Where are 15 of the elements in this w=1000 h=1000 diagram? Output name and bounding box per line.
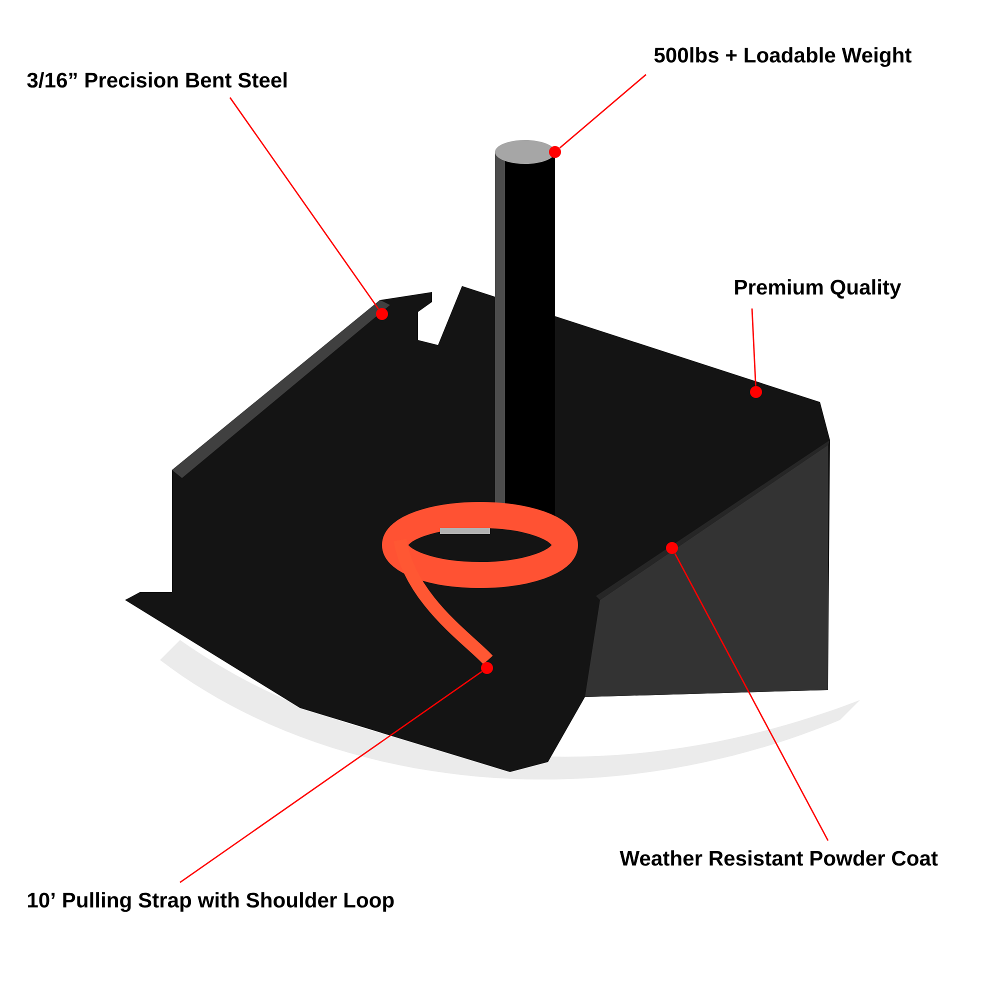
leader-line xyxy=(751,308,756,386)
callout-dot xyxy=(750,386,762,398)
callout-dot xyxy=(376,308,388,320)
leader-line xyxy=(180,671,482,884)
leader-line xyxy=(559,74,646,148)
callout-dot xyxy=(549,146,561,158)
callout-text: Premium Quality xyxy=(735,279,902,299)
callout-text: Weather Resistant Powder Coat xyxy=(620,850,938,866)
leader-line xyxy=(229,97,379,310)
callout-text: 3/16” Precision Bent Steel xyxy=(27,72,287,88)
callout-text: 500lbs + Loadable Weight xyxy=(654,47,912,67)
leader-line xyxy=(674,553,829,841)
callout-dot xyxy=(666,542,678,554)
callout-dot xyxy=(481,662,493,674)
callout-text: 10’ Pulling Strap with Shoulder Loop xyxy=(28,892,394,912)
